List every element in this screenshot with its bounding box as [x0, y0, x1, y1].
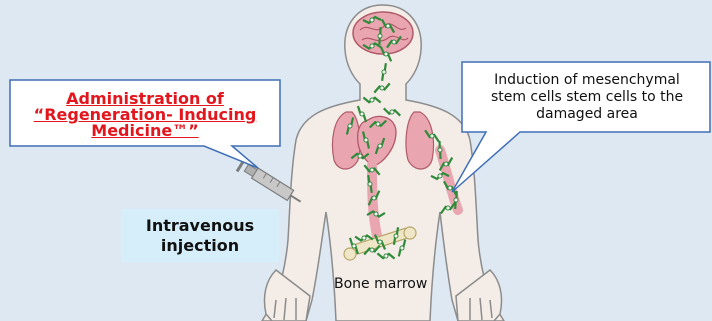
stem-cell-nucleus	[448, 186, 452, 190]
stem-cell-nucleus	[384, 52, 388, 56]
stem-cell-nucleus	[370, 248, 374, 252]
stem-cell-nucleus	[454, 198, 458, 202]
stem-cell-nucleus	[370, 44, 374, 48]
stem-cell-nucleus	[370, 168, 374, 172]
stem-cell-nucleus	[378, 240, 382, 244]
stem-cell-nucleus	[444, 162, 448, 166]
stem-cell-nucleus	[430, 134, 434, 138]
stem-cell-nucleus	[384, 254, 388, 258]
stem-cell-nucleus	[360, 112, 364, 116]
stem-cell-nucleus	[364, 138, 368, 142]
stem-cell-nucleus	[438, 148, 442, 152]
stem-cell-nucleus	[374, 212, 378, 216]
stem-cell-nucleus	[370, 18, 374, 22]
stem-cell-nucleus	[400, 246, 404, 250]
stem-cell-nucleus	[368, 182, 372, 186]
stem-cell-nucleus	[446, 206, 450, 210]
stem-cell-nucleus	[372, 196, 376, 200]
stem-cell-nucleus	[394, 234, 398, 238]
stem-cell-nucleus	[358, 154, 362, 158]
stem-cell-nucleus	[378, 144, 382, 148]
stem-cell-nucleus	[382, 70, 386, 74]
stem-cell-nucleus	[438, 174, 442, 178]
stem-cell-nucleus	[392, 40, 396, 44]
stem-cell-nucleus	[362, 236, 366, 240]
stem-cell-nucleus	[390, 110, 394, 114]
administration-callout-bubble	[10, 80, 280, 168]
induction-callout-bubble	[452, 62, 710, 192]
brain-icon	[353, 12, 413, 54]
stem-cell-nucleus	[348, 124, 352, 128]
stem-cell-nucleus	[386, 24, 390, 28]
stem-cell-nucleus	[352, 244, 356, 248]
stem-cell-nucleus	[376, 122, 380, 126]
stem-cell-nucleus	[378, 34, 382, 38]
stem-cell-nucleus	[380, 86, 384, 90]
stem-cell-nucleus	[370, 98, 374, 102]
